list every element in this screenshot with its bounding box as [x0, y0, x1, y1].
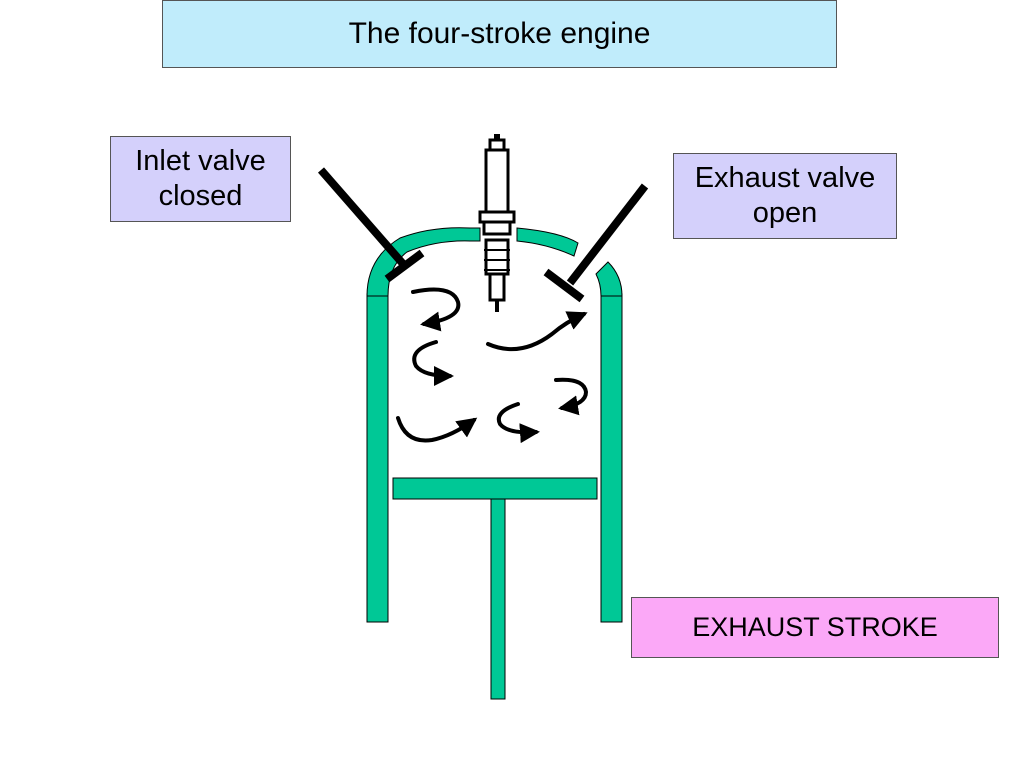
exhaust-valve-line2: open — [752, 197, 818, 229]
swirl-arrow-icon — [554, 377, 589, 416]
swirl-arrow-icon — [496, 402, 540, 444]
cylinder-head-right-corner — [595, 261, 623, 297]
connecting-rod — [490, 498, 506, 700]
spark-plug-icon — [478, 134, 516, 312]
swirl-arrow-icon — [396, 416, 478, 443]
inlet-valve-line1: Inlet valve — [135, 145, 266, 178]
cylinder-left-wall — [366, 293, 389, 623]
title-text: The four-stroke engine — [348, 17, 651, 50]
inlet-valve-label: Inlet valve closed — [110, 136, 291, 222]
inlet-valve-icon — [317, 167, 425, 283]
diagram-title: The four-stroke engine — [162, 0, 837, 68]
cylinder-right-wall — [600, 293, 623, 623]
stroke-label-text: EXHAUST STROKE — [692, 612, 938, 642]
stroke-label: EXHAUST STROKE — [631, 597, 999, 658]
inlet-valve-line2: closed — [158, 180, 243, 212]
piston-crown — [392, 477, 598, 500]
swirl-arrow-icon — [411, 287, 461, 332]
exhaust-valve-icon — [543, 183, 649, 303]
exhaust-valve-label: Exhaust valve open — [673, 153, 897, 239]
swirl-arrow-icon — [486, 311, 588, 352]
cylinder-head-right — [516, 227, 579, 257]
swirl-arrow-icon — [412, 340, 454, 386]
exhaust-valve-line1: Exhaust valve — [694, 162, 876, 195]
